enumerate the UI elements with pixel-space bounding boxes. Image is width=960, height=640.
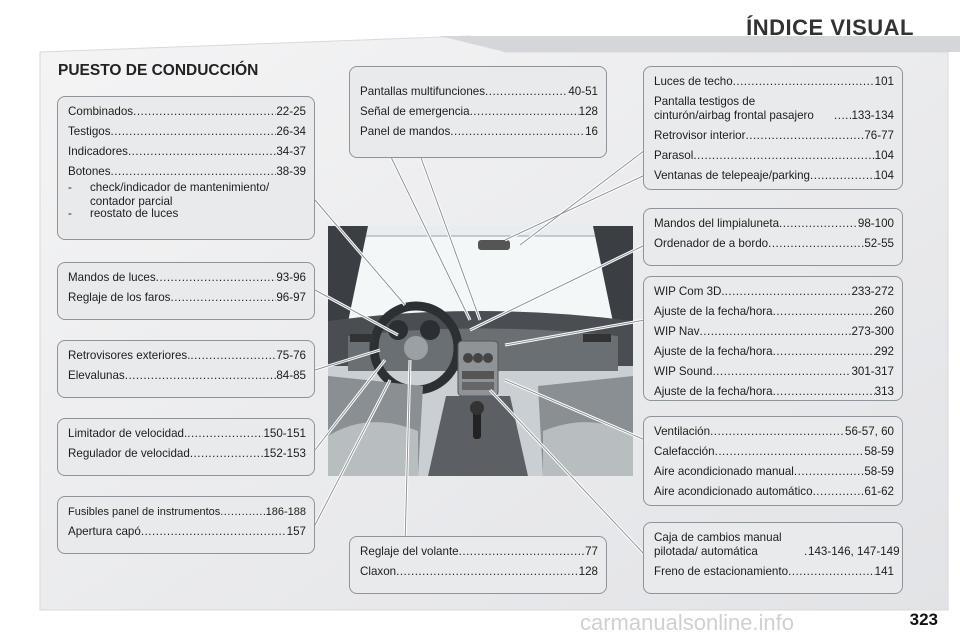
index-entry: WIP Sound301-317: [654, 365, 894, 379]
index-entry: Aire acondicionado automático61-62: [654, 485, 894, 499]
box-fusibles: Fusibles panel de instrumentos186-188 Ap…: [57, 496, 315, 554]
index-entry: Luces de techo101: [654, 75, 894, 89]
index-entry: Regulador de velocidad152-153: [68, 447, 306, 461]
index-entry: Testigos26-34: [68, 125, 306, 139]
index-entry: Reglaje de los faros96-97: [68, 291, 306, 305]
box-wip: WIP Com 3D.233-272 Ajuste de la fecha/ho…: [643, 276, 903, 401]
index-entry: Mandos del limpialuneta98-100: [654, 217, 894, 231]
index-entry: Aire acondicionado manual58-59: [654, 465, 894, 479]
section-title: PUESTO DE CONDUCCIÓN: [58, 62, 259, 79]
box-combinados: Combinados22-25 Testigos26-34 Indicadore…: [57, 96, 315, 240]
index-entry: Freno de estacionamiento141: [654, 565, 894, 579]
index-entry: Elevalunas84-85: [68, 369, 306, 383]
index-entry: Combinados22-25: [68, 105, 306, 119]
index-entry: Indicadores34-37: [68, 145, 306, 159]
index-entry: Retrovisores exteriores.75-76: [68, 349, 306, 363]
index-entry: Ajuste de la fecha/hora292: [654, 345, 894, 359]
box-volante: Reglaje del volante77 Claxon128: [349, 536, 607, 594]
box-limitador: Limitador de velocidad.150-151 Regulador…: [57, 418, 315, 476]
index-subentry: -reostato de luces: [68, 207, 179, 220]
index-entry: Fusibles panel de instrumentos186-188: [68, 505, 306, 519]
page-title: ÍNDICE VISUAL: [746, 15, 914, 40]
index-entry: Apertura capó157: [68, 525, 306, 539]
box-ventilacion: Ventilación56-57, 60 Calefacción58-59 Ai…: [643, 416, 903, 506]
box-caja: Caja de cambios manual pilotada/ automát…: [643, 522, 903, 594]
index-entry: Calefacción58-59: [654, 445, 894, 459]
index-entry: Botones38-39: [68, 165, 306, 179]
index-entry: Ventanas de telepeaje/parking104: [654, 169, 894, 183]
box-techo: Luces de techo101 Pantalla testigos de c…: [643, 66, 903, 190]
dashboard-photo: [328, 226, 633, 476]
index-entry: Ajuste de la fecha/hora313: [654, 385, 894, 399]
index-entry: Claxon128: [360, 565, 598, 579]
index-entry: Ventilación56-57, 60: [654, 425, 894, 439]
index-entry: Pantalla testigos de cinturón/airbag fro…: [654, 95, 894, 123]
index-entry: Señal de emergencia128: [360, 105, 598, 119]
index-entry: Caja de cambios manual pilotada/ automát…: [654, 531, 900, 559]
index-entry: Ajuste de la fecha/hora260: [654, 305, 894, 319]
index-entry: Retrovisor interior76-77: [654, 129, 894, 143]
index-entry: Pantallas multifunciones40-51: [360, 85, 598, 99]
index-entry: Limitador de velocidad.150-151: [68, 427, 306, 441]
index-entry: Ordenador de a bordo52-55: [654, 237, 894, 251]
index-entry: Parasol104: [654, 149, 894, 163]
index-entry: Panel de mandos16: [360, 125, 598, 139]
index-entry: WIP Com 3D.233-272: [654, 285, 894, 299]
index-entry: Reglaje del volante77: [360, 545, 598, 559]
index-entry: WIP Nav273-300: [654, 325, 894, 339]
index-entry: Mandos de luces93-96: [68, 271, 306, 285]
index-subentry: -check/indicador de mantenimiento/ conta…: [68, 181, 270, 208]
watermark: carmanualsonline.info: [580, 610, 795, 635]
box-limpia: Mandos del limpialuneta98-100 Ordenador …: [643, 208, 903, 266]
box-luces: Mandos de luces93-96 Reglaje de los faro…: [57, 262, 315, 320]
box-retrovisores: Retrovisores exteriores.75-76 Elevalunas…: [57, 340, 315, 398]
page-number: 323: [909, 610, 938, 629]
box-pantallas: Pantallas multifunciones40-51 Señal de e…: [349, 66, 607, 158]
